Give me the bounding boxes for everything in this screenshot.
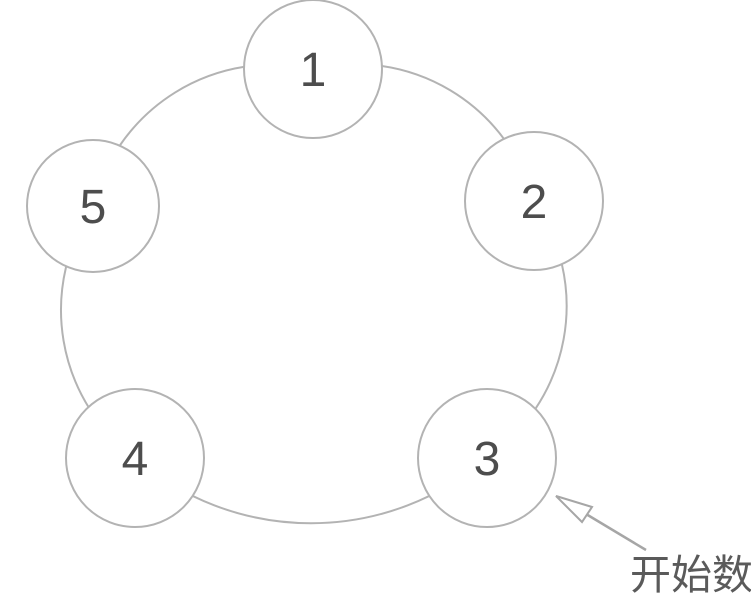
node-3-circle [417, 388, 557, 528]
node-4: 4 [65, 388, 205, 528]
node-5-circle [26, 139, 160, 273]
node-4-circle [65, 388, 205, 528]
node-1-label: 1 [300, 44, 327, 97]
node-5: 5 [26, 139, 160, 273]
arrow-head-icon [555, 495, 594, 524]
node-1-circle [243, 0, 383, 139]
start-arrow [555, 495, 647, 552]
annotation-start-label: 开始数 [630, 552, 751, 598]
node-3-label: 3 [474, 433, 501, 486]
arrow-shaft [585, 512, 647, 552]
node-5-label: 5 [80, 181, 107, 234]
node-1: 1 [243, 0, 383, 139]
node-2: 2 [464, 131, 604, 271]
node-4-label: 4 [122, 433, 149, 486]
node-2-label: 2 [521, 176, 548, 229]
node-2-circle [464, 131, 604, 271]
node-3: 3 [417, 388, 557, 528]
